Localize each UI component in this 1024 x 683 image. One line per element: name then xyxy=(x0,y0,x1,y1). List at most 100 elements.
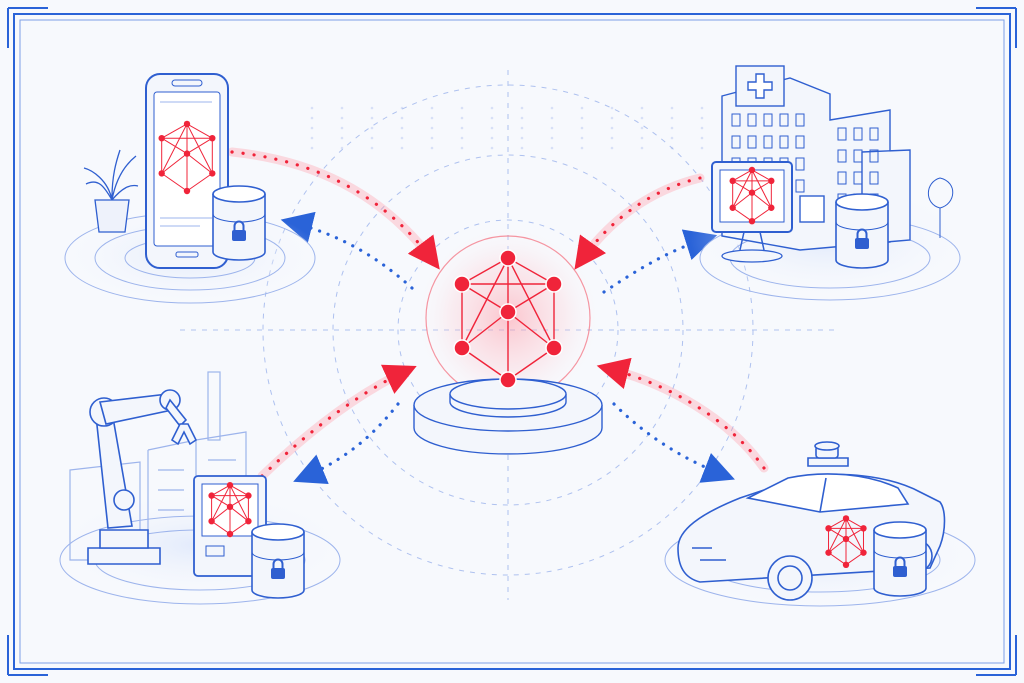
network-node xyxy=(825,525,832,532)
network-node xyxy=(226,503,234,510)
robot-arm-icon xyxy=(87,389,198,565)
network-edge xyxy=(751,207,772,222)
blueprint-frame xyxy=(7,7,1017,676)
flow-arrows xyxy=(227,147,769,485)
network-edge xyxy=(507,283,555,313)
network-edge xyxy=(211,506,231,522)
network-node xyxy=(183,150,191,157)
network-node xyxy=(208,518,215,525)
network-node xyxy=(453,339,471,357)
network-edge xyxy=(186,123,213,139)
network-edge xyxy=(507,347,555,381)
network-node xyxy=(860,549,867,556)
network-edge xyxy=(732,192,753,209)
network-edge xyxy=(186,137,213,155)
network-edge xyxy=(507,257,555,285)
pedestal xyxy=(413,378,603,455)
network-edge xyxy=(229,506,249,522)
network-node xyxy=(825,549,832,556)
network-edge xyxy=(828,538,847,554)
locked-database-icon xyxy=(873,521,927,597)
network-edge xyxy=(461,283,509,313)
locked-database-icon xyxy=(251,523,305,599)
network-node xyxy=(499,371,517,389)
network-node xyxy=(545,339,563,357)
network-node xyxy=(842,515,850,522)
flow-arrow-model-broadcast xyxy=(293,402,400,485)
flow-arrow-model-update xyxy=(596,357,766,470)
dot-texture xyxy=(310,106,704,150)
network-edge xyxy=(732,207,753,222)
network-edge xyxy=(828,527,847,540)
network-node xyxy=(245,518,252,525)
smartphone-icon xyxy=(145,73,229,269)
network-node xyxy=(729,204,736,211)
lock-icon xyxy=(893,556,907,577)
network-edge xyxy=(461,257,509,285)
network-edge xyxy=(732,180,753,194)
client-smartphone xyxy=(60,73,320,305)
network-node xyxy=(768,177,775,185)
network-edge xyxy=(507,257,555,349)
locked-database-icon xyxy=(212,185,266,261)
network-edge xyxy=(751,180,772,194)
lock-icon xyxy=(855,228,869,249)
network-edge xyxy=(845,527,864,540)
network-node xyxy=(545,275,563,293)
network-node xyxy=(842,561,850,568)
network-edge xyxy=(211,520,231,535)
network-edge xyxy=(211,495,231,508)
network-node xyxy=(245,492,252,499)
network-edge xyxy=(229,520,249,535)
network-edge xyxy=(211,484,231,522)
network-node xyxy=(208,492,215,499)
network-edge xyxy=(229,484,249,497)
network-edge xyxy=(229,484,249,522)
network-edge xyxy=(161,123,188,139)
client-factory-robot xyxy=(50,371,350,605)
flow-arrow-model-broadcast xyxy=(612,402,735,483)
network-edge xyxy=(845,538,864,554)
client-hospital xyxy=(690,65,970,301)
network-edge xyxy=(828,518,847,529)
network-node xyxy=(729,177,736,185)
network-edge xyxy=(845,518,864,553)
network-edge xyxy=(186,153,213,174)
lock-icon xyxy=(271,558,285,579)
network-node xyxy=(158,170,165,177)
lock-icon xyxy=(232,220,246,241)
network-node xyxy=(226,482,234,489)
network-node xyxy=(183,187,191,195)
network-edge xyxy=(186,123,213,174)
locked-database-icon xyxy=(835,193,889,269)
network-edge xyxy=(845,552,864,566)
neural-network-icon xyxy=(208,482,252,538)
network-node xyxy=(748,189,756,196)
network-node xyxy=(209,135,216,142)
control-terminal-icon xyxy=(193,475,267,577)
network-edge xyxy=(828,518,847,553)
network-node xyxy=(453,275,471,293)
network-edge xyxy=(161,153,188,174)
network-edge xyxy=(507,311,555,349)
network-node xyxy=(226,530,234,538)
network-node xyxy=(842,535,850,543)
network-node xyxy=(748,218,756,225)
network-edge xyxy=(751,169,772,182)
network-edge xyxy=(751,169,772,208)
network-edge xyxy=(161,123,188,174)
network-edge xyxy=(828,552,847,566)
network-node xyxy=(499,249,517,267)
network-edge xyxy=(461,311,509,349)
flow-arrow-model-broadcast xyxy=(280,211,414,290)
flow-arrow-model-update xyxy=(260,364,417,478)
network-node xyxy=(499,303,517,321)
flow-arrow-model-update xyxy=(574,176,702,270)
network-edge xyxy=(186,172,213,192)
network-node xyxy=(158,135,165,142)
network-node xyxy=(748,166,756,174)
network-edge xyxy=(211,484,231,497)
neural-network-icon xyxy=(729,166,775,225)
